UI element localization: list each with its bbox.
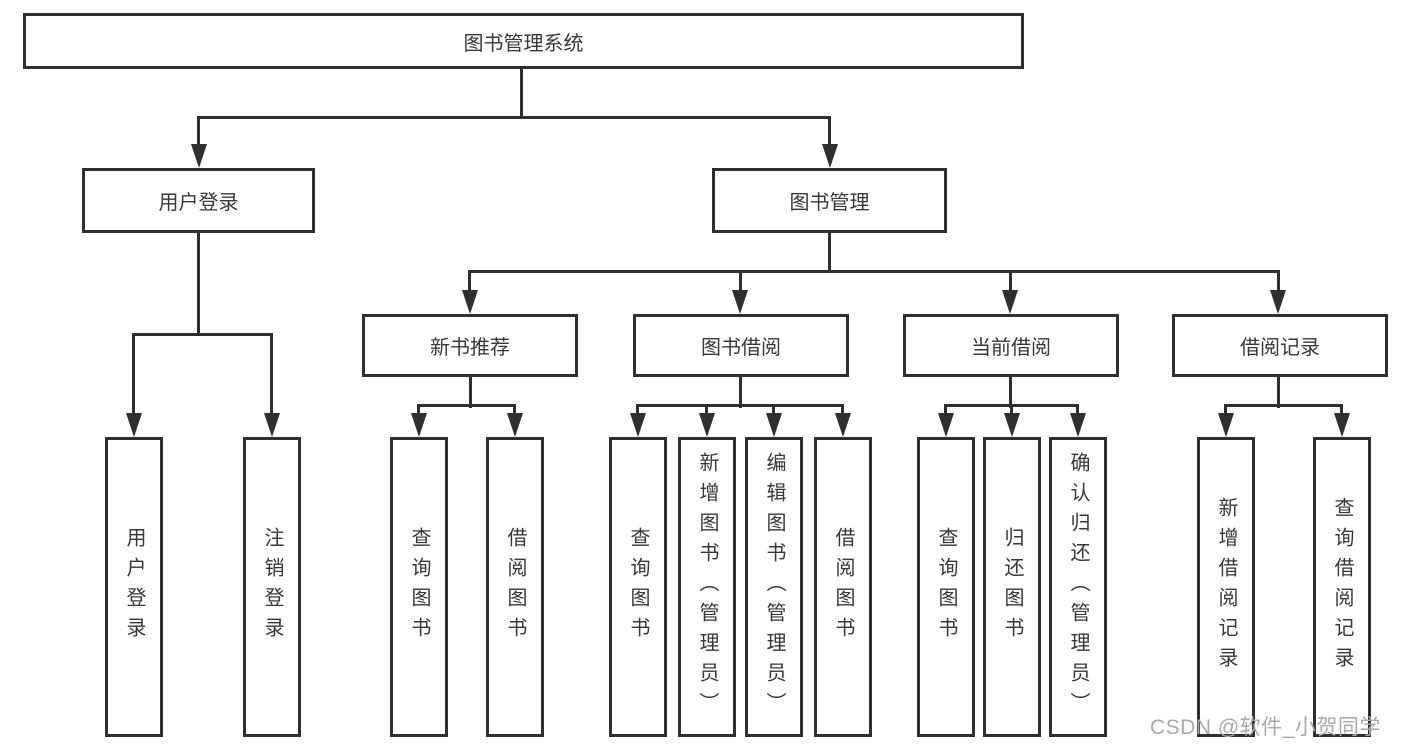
arrow-down-icon (1270, 290, 1286, 314)
leaf-add-book-admin: 新增图书（管理员） (678, 437, 736, 737)
node-book-management: 图书管理 (712, 168, 947, 233)
connector-line (841, 404, 844, 416)
arrow-down-icon (1004, 413, 1020, 437)
node-label: 确认归还（管理员） (1067, 452, 1089, 722)
arrow-down-icon (1070, 413, 1086, 437)
connector-line (132, 333, 273, 336)
node-label: 图书管理系统 (463, 32, 584, 55)
node-label: 借阅图书 (832, 527, 854, 647)
node-label: 图书借阅 (701, 337, 781, 359)
arrow-down-icon (732, 290, 748, 314)
connector-line (1224, 404, 1227, 416)
connector-line (636, 404, 639, 416)
leaf-add-borrow-record: 新增借阅记录 (1197, 437, 1255, 737)
connector-line (513, 404, 516, 416)
arrow-down-icon (938, 413, 954, 437)
connector-line (197, 116, 200, 148)
arrow-down-icon (1334, 413, 1350, 437)
arrow-down-icon (630, 413, 646, 437)
connector-line (1076, 404, 1079, 416)
connector-line (705, 404, 708, 416)
node-label: 查询图书 (408, 527, 430, 647)
leaf-query-books-recommend: 查询图书 (390, 437, 448, 737)
node-library-management-system: 图书管理系统 (23, 13, 1024, 69)
connector-line (944, 404, 947, 416)
connector-line (636, 404, 844, 407)
arrow-down-icon (411, 413, 427, 437)
connector-line (468, 270, 471, 294)
node-label: 新增图书（管理员） (696, 452, 718, 722)
leaf-user-login: 用户登录 (105, 437, 163, 737)
leaf-edit-book-admin: 编辑图书（管理员） (745, 437, 803, 737)
connector-line (1224, 404, 1343, 407)
arrow-down-icon (264, 413, 280, 437)
connector-line (197, 231, 200, 335)
watermark: CSDN @软件_小贺同学 (1150, 716, 1381, 739)
arrow-down-icon (1218, 413, 1234, 437)
connector-line (468, 270, 1280, 273)
node-new-book-recommendation: 新书推荐 (362, 314, 578, 377)
node-label: 当前借阅 (971, 337, 1051, 359)
node-label: 查询借阅记录 (1331, 497, 1353, 677)
node-current-borrowing: 当前借阅 (903, 314, 1119, 377)
arrow-down-icon (835, 413, 851, 437)
connector-line (520, 67, 523, 118)
arrow-down-icon (126, 413, 142, 437)
connector-line (1340, 404, 1343, 416)
arrow-down-icon (699, 413, 715, 437)
connector-line (1009, 377, 1012, 408)
connector-line (739, 270, 742, 294)
node-user-login: 用户登录 (82, 168, 315, 233)
connector-line (417, 404, 420, 416)
leaf-borrow-books-borrowing: 借阅图书 (814, 437, 872, 737)
arrow-down-icon (191, 144, 207, 168)
connector-line (1277, 377, 1280, 408)
connector-line (1277, 270, 1280, 294)
node-borrowing-records: 借阅记录 (1172, 314, 1388, 377)
node-label: 新书推荐 (430, 337, 510, 359)
connector-line (132, 333, 135, 415)
arrow-down-icon (1002, 290, 1018, 314)
arrow-down-icon (822, 144, 838, 168)
leaf-borrow-books-recommend: 借阅图书 (486, 437, 544, 737)
connector-line (828, 116, 831, 148)
arrow-down-icon (462, 290, 478, 314)
node-label: 用户登录 (123, 527, 145, 647)
leaf-logout: 注销登录 (243, 437, 301, 737)
leaf-query-books-current: 查询图书 (917, 437, 975, 737)
node-label: 查询图书 (935, 527, 957, 647)
leaf-return-books: 归还图书 (983, 437, 1041, 737)
leaf-confirm-return-admin: 确认归还（管理员） (1049, 437, 1107, 737)
leaf-query-books-borrowing: 查询图书 (609, 437, 667, 737)
connector-line (469, 377, 472, 408)
connector-line (828, 231, 831, 273)
connector-line (270, 333, 273, 415)
node-label: 查询图书 (627, 527, 649, 647)
node-label: 借阅记录 (1240, 337, 1320, 359)
arrow-down-icon (507, 413, 523, 437)
connector-line (417, 404, 516, 407)
node-label: 编辑图书（管理员） (763, 452, 785, 722)
node-label: 图书管理 (789, 192, 870, 214)
node-label: 用户登录 (158, 192, 239, 214)
node-label: 借阅图书 (504, 527, 526, 647)
connector-line (739, 377, 742, 408)
connector-line (1010, 404, 1013, 416)
connector-line (197, 116, 831, 119)
connector-line (772, 404, 775, 416)
node-label: 归还图书 (1001, 527, 1023, 647)
leaf-query-borrow-record: 查询借阅记录 (1313, 437, 1371, 737)
connector-line (1009, 270, 1012, 294)
node-label: 注销登录 (261, 527, 283, 647)
node-label: 新增借阅记录 (1215, 497, 1237, 677)
arrow-down-icon (766, 413, 782, 437)
node-book-borrowing: 图书借阅 (633, 314, 849, 377)
